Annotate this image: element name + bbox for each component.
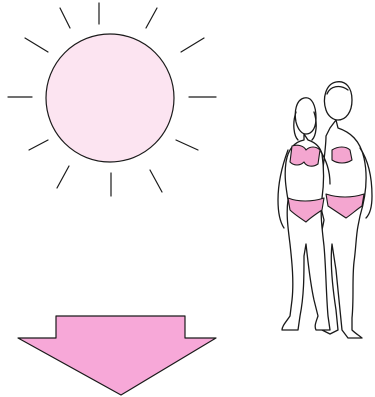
down-arrow-icon [18,316,216,395]
sun-icon [8,3,216,196]
couple-in-swimwear-icon [278,82,372,338]
sun-disc [46,34,174,162]
